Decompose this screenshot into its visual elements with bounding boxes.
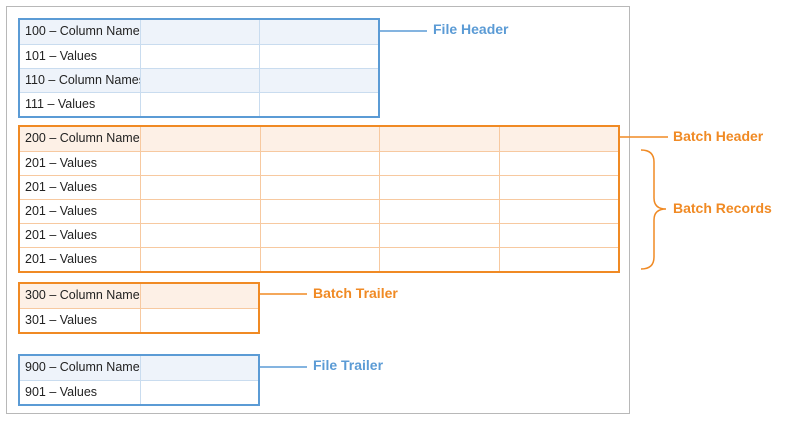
table-row: 201 – Values (20, 223, 618, 247)
empty-cell (259, 200, 380, 223)
empty-cell (259, 20, 378, 44)
empty-cell (139, 356, 259, 380)
record-type-cell: 200 – Column Names (25, 131, 140, 145)
batch-trailer-label: Batch Trailer (313, 285, 398, 301)
record-type-cell: 100 – Column Names (25, 24, 140, 38)
table-row: 201 – Values (20, 247, 618, 271)
empty-cell (379, 152, 499, 175)
empty-cell (139, 69, 260, 92)
empty-cell (379, 200, 499, 223)
record-type-cell: 301 – Values (25, 313, 98, 327)
record-type-cell: 111 – Values (25, 97, 96, 111)
record-type-cell: 901 – Values (25, 385, 98, 399)
record-type-cell: 900 – Column Names (25, 360, 140, 374)
empty-cell (259, 224, 380, 247)
empty-cell (139, 284, 259, 308)
empty-cell (379, 248, 499, 271)
empty-cell (139, 248, 260, 271)
file-trailer-block: 900 – Column Names 901 – Values (18, 354, 260, 406)
table-row: 901 – Values (20, 380, 258, 404)
batch-block: 200 – Column Names 201 – Values 201 – Va… (18, 125, 620, 273)
record-type-cell: 201 – Values (25, 156, 98, 170)
empty-cell (139, 309, 259, 332)
empty-cell (379, 127, 499, 151)
empty-cell (499, 176, 618, 199)
empty-cell (139, 127, 260, 151)
record-type-cell: 201 – Values (25, 252, 98, 266)
empty-cell (139, 224, 260, 247)
empty-cell (139, 152, 260, 175)
record-type-cell: 101 – Values (25, 49, 98, 63)
empty-cell (499, 248, 618, 271)
empty-cell (139, 93, 260, 116)
record-type-cell: 201 – Values (25, 228, 98, 242)
file-header-block: 100 – Column Names 101 – Values 110 – Co… (18, 18, 380, 118)
batch-records-brace (640, 149, 667, 270)
table-row: 301 – Values (20, 308, 258, 332)
empty-cell (499, 127, 618, 151)
empty-cell (259, 127, 380, 151)
table-row: 200 – Column Names (20, 127, 618, 151)
table-row: 201 – Values (20, 175, 618, 199)
empty-cell (499, 200, 618, 223)
empty-cell (259, 152, 380, 175)
empty-cell (139, 20, 260, 44)
table-row: 111 – Values (20, 92, 378, 116)
empty-cell (139, 381, 259, 404)
table-row: 100 – Column Names (20, 20, 378, 44)
empty-cell (499, 224, 618, 247)
empty-cell (139, 45, 260, 68)
table-row: 201 – Values (20, 199, 618, 223)
record-type-cell: 201 – Values (25, 180, 98, 194)
empty-cell (379, 176, 499, 199)
table-row: 110 – Column Names (20, 68, 378, 92)
table-row: 300 – Column Names (20, 284, 258, 308)
file-header-label: File Header (433, 21, 509, 37)
empty-cell (259, 69, 378, 92)
empty-cell (259, 45, 378, 68)
batch-trailer-block: 300 – Column Names 301 – Values (18, 282, 260, 334)
record-type-cell: 300 – Column Names (25, 288, 140, 302)
batch-records-label: Batch Records (673, 200, 772, 216)
empty-cell (379, 224, 499, 247)
empty-cell (259, 176, 380, 199)
table-row: 201 – Values (20, 151, 618, 175)
table-row: 900 – Column Names (20, 356, 258, 380)
table-row: 101 – Values (20, 44, 378, 68)
file-trailer-label: File Trailer (313, 357, 384, 373)
record-type-cell: 110 – Column Names (25, 73, 140, 87)
empty-cell (139, 200, 260, 223)
record-type-cell: 201 – Values (25, 204, 98, 218)
empty-cell (259, 248, 380, 271)
batch-header-label: Batch Header (673, 128, 764, 144)
empty-cell (139, 176, 260, 199)
empty-cell (499, 152, 618, 175)
empty-cell (259, 93, 378, 116)
